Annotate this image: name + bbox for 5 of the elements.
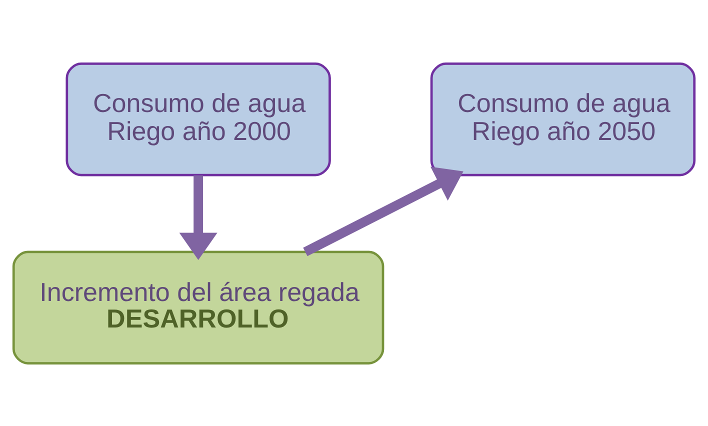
node-box: Incremento del área regada DESARROLLO xyxy=(12,250,384,364)
arrow xyxy=(179,174,218,260)
node-box: Consumo de agua Riego año 2000 xyxy=(66,62,331,176)
arrow xyxy=(303,166,464,256)
node-box: Consumo de agua Riego año 2050 xyxy=(430,62,696,176)
